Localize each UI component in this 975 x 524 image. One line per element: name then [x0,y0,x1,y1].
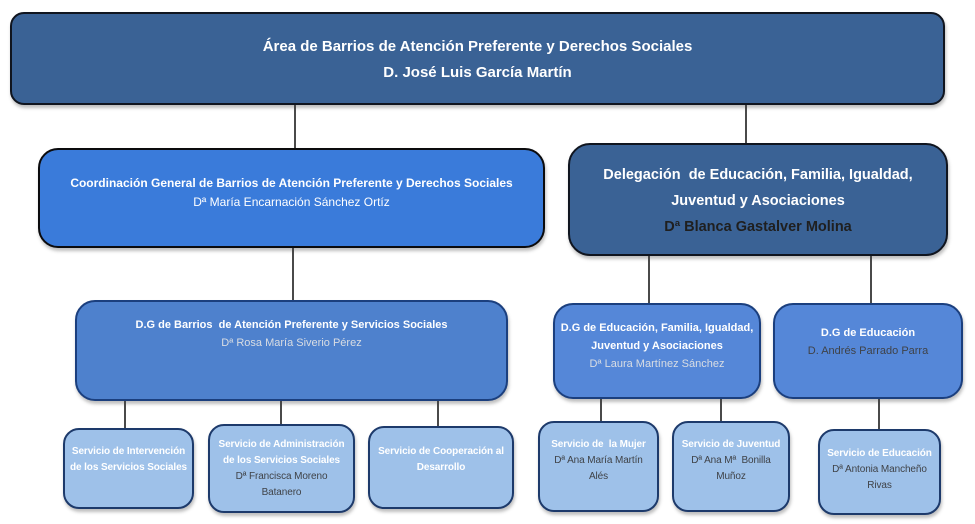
box-title-line2: Desarrollo [416,462,466,473]
box-person: Dª María Encarnación Sánchez Ortíz [193,195,390,209]
connector-line [600,399,602,421]
box-person: Dª Rosa María Siverio Pérez [221,337,362,349]
org-box-servicio-cooperacion: Servicio de Cooperación al Desarrollo [368,426,514,509]
connector-line [878,399,880,429]
connector-line [720,399,722,421]
box-title: Servicio de Educación [827,448,932,459]
box-title-line2: Juventud y Asociaciones [671,193,845,209]
connector-line [745,105,747,143]
box-title-line2: de los Servicios Sociales [222,455,340,466]
box-title-line2: de los Servicios Sociales [69,462,187,473]
box-title: D.G de Barrios de Atención Preferente y … [135,319,448,331]
connector-line [294,105,296,148]
org-box-delegacion-educacion: Delegación de Educación, Familia, Iguald… [568,143,948,256]
box-person: D. Andrés Parrado Parra [807,345,929,357]
box-person-line1: Dª Ana Mª Bonilla [691,455,771,466]
box-person: D. José Luis García Martín [383,64,572,81]
box-title-line2: Juventud y Asociaciones [591,340,723,352]
box-person-line2: Batanero [261,487,302,498]
org-box-servicio-intervencion: Servicio de Intervención de los Servicio… [63,428,194,509]
org-box-servicio-mujer: Servicio de la Mujer Dª Ana María Martín… [538,421,659,512]
box-title-line1: Servicio de Cooperación al [378,446,504,457]
box-person-line2: Muñoz [716,471,746,482]
org-box-servicio-educacion: Servicio de Educación Dª Antonia Mancheñ… [818,429,941,515]
connector-line [292,248,294,300]
box-person-line2: Alés [588,471,609,482]
org-box-dg-barrios: D.G de Barrios de Atención Preferente y … [75,300,508,401]
connector-line [124,401,126,428]
connector-line [437,401,439,426]
box-person-line1: Dª Francisca Moreno [235,471,328,482]
connector-line [280,401,282,426]
box-title: Servicio de la Mujer [551,439,646,450]
box-person: Dª Blanca Gastalver Molina [664,219,852,235]
box-person-line1: Dª Antonia Mancheño [832,464,927,475]
box-title: Coordinación General de Barrios de Atenc… [70,176,513,190]
org-box-servicio-administracion: Servicio de Administración de los Servic… [208,424,355,513]
org-box-servicio-juventud: Servicio de Juventud Dª Ana Mª Bonilla M… [672,421,790,512]
box-person-line1: Dª Ana María Martín [554,455,643,466]
org-box-dg-educacion: D.G de Educación D. Andrés Parrado Parra [773,303,963,399]
box-title-line1: Servicio de Administración [218,439,345,450]
box-person-line2: Rivas [867,480,892,491]
org-box-area-barrios: Área de Barrios de Atención Preferente y… [10,12,945,105]
org-box-dg-educacion-familia: D.G de Educación, Familia, Igualdad, Juv… [553,303,761,399]
connector-line [870,256,872,303]
box-title: Área de Barrios de Atención Preferente y… [262,38,693,55]
box-title-line1: Delegación de Educación, Familia, Iguald… [603,167,913,183]
box-person: Dª Laura Martínez Sánchez [589,358,725,370]
box-title: D.G de Educación [820,327,916,339]
box-title-line1: Servicio de Intervención [71,446,186,457]
box-title-line1: D.G de Educación, Familia, Igualdad, [560,322,754,334]
org-box-coordinacion-general: Coordinación General de Barrios de Atenc… [38,148,545,248]
connector-line [648,256,650,303]
box-title: Servicio de Juventud [681,439,781,450]
